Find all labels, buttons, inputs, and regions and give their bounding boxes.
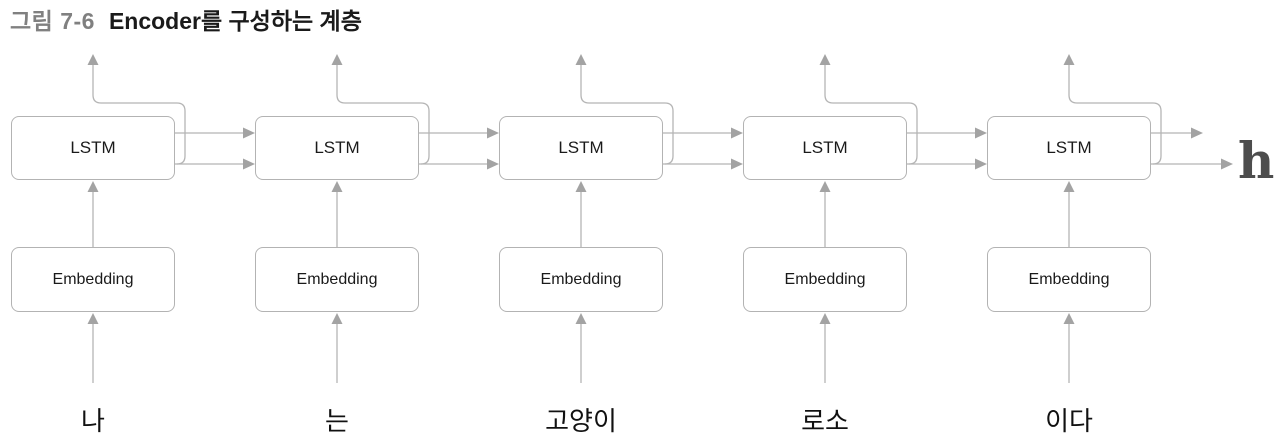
word-to-embedding-arrow-icon-5 (1063, 313, 1075, 324)
figure-title: Encoder를 구성하는 계층 (108, 8, 362, 34)
column-4-arrows (819, 54, 987, 383)
word-to-embedding-arrow-icon-3 (575, 313, 587, 324)
cell-state-arrow-icon-4-5 (975, 127, 987, 139)
up-output-elbow-2 (336, 63, 430, 165)
up-arrow-icon-2 (331, 54, 343, 65)
up-output-elbow-3 (580, 63, 674, 165)
cell-state-out-arrow-icon (1191, 127, 1203, 139)
up-arrow-icon-3 (575, 54, 587, 65)
embedding-box-3: Embedding (499, 247, 663, 312)
embedding-to-lstm-arrow-icon-1 (87, 181, 99, 192)
figure-caption: 그림 7-6 Encoder를 구성하는 계층 (10, 7, 362, 35)
lstm-box-1: LSTM (11, 116, 175, 180)
up-arrow-icon-1 (87, 54, 99, 65)
input-word-2: 는 (325, 406, 349, 436)
input-word-1: 나 (81, 406, 105, 436)
cell-state-arrow-icon-3-4 (731, 127, 743, 139)
embedding-box-2: Embedding (255, 247, 419, 312)
column-5-arrows (1063, 54, 1233, 383)
embedding-box-5: Embedding (987, 247, 1151, 312)
input-word-5: 이다 (1045, 406, 1093, 436)
figure-number-label: 그림 7-6 (10, 8, 95, 34)
up-arrow-icon-5 (1063, 54, 1075, 65)
word-to-embedding-arrow-icon-4 (819, 313, 831, 324)
up-output-elbow-1 (92, 63, 186, 165)
embedding-box-1: Embedding (11, 247, 175, 312)
hidden-state-out-arrow-icon (1221, 158, 1233, 170)
up-output-elbow-4 (824, 63, 918, 165)
lstm-box-4: LSTM (743, 116, 907, 180)
up-arrow-icon-4 (819, 54, 831, 65)
column-1-arrows (87, 54, 255, 383)
embedding-to-lstm-arrow-icon-3 (575, 181, 587, 192)
lstm-box-3: LSTM (499, 116, 663, 180)
lstm-box-2: LSTM (255, 116, 419, 180)
lstm-box-5: LSTM (987, 116, 1151, 180)
hidden-state-arrow-icon-4-5 (975, 158, 987, 170)
embedding-to-lstm-arrow-icon-2 (331, 181, 343, 192)
hidden-state-arrow-icon-2-3 (487, 158, 499, 170)
embedding-to-lstm-arrow-icon-4 (819, 181, 831, 192)
column-3-arrows (575, 54, 743, 383)
word-to-embedding-arrow-icon-2 (331, 313, 343, 324)
embedding-to-lstm-arrow-icon-5 (1063, 181, 1075, 192)
cell-state-arrow-icon-1-2 (243, 127, 255, 139)
hidden-state-arrow-icon-3-4 (731, 158, 743, 170)
input-word-3: 고양이 (545, 406, 617, 436)
input-word-4: 로소 (801, 406, 849, 436)
hidden-state-arrow-icon-1-2 (243, 158, 255, 170)
word-to-embedding-arrow-icon-1 (87, 313, 99, 324)
cell-state-arrow-icon-2-3 (487, 127, 499, 139)
embedding-box-4: Embedding (743, 247, 907, 312)
up-output-elbow-5 (1068, 63, 1162, 165)
hidden-state-output-label: h (1238, 131, 1275, 190)
column-2-arrows (331, 54, 499, 383)
